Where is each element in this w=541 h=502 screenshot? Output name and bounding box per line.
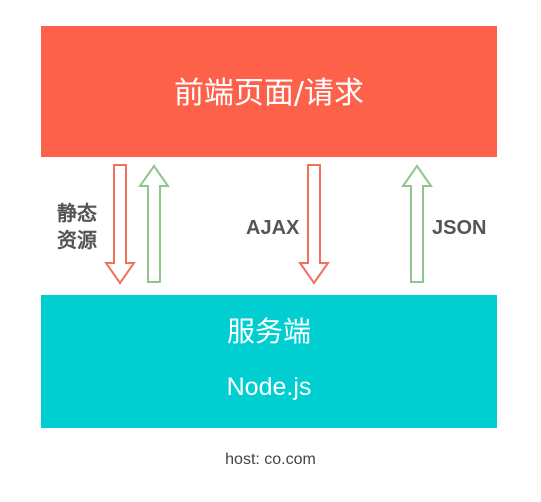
static-request-arrow [104, 164, 136, 285]
json-label: JSON [432, 217, 487, 239]
frontend-title: 前端页面/请求 [173, 76, 365, 111]
static-resources-label: 静态 资源 [51, 200, 103, 254]
static-label-line2: 资源 [57, 228, 97, 252]
server-title: 服务端 [226, 315, 311, 348]
ajax-label: AJAX [246, 217, 300, 239]
static-label-line1: 静态 [57, 201, 97, 225]
json-response-arrow [401, 164, 433, 283]
server-subtitle: Node.js [226, 373, 312, 401]
frontend-box: 前端页面/请求 [41, 26, 497, 157]
static-response-arrow [138, 164, 170, 283]
ajax-request-arrow [298, 164, 330, 285]
server-box: 服务端 Node.js [41, 295, 497, 428]
host-footer: host: co.com [225, 451, 316, 468]
